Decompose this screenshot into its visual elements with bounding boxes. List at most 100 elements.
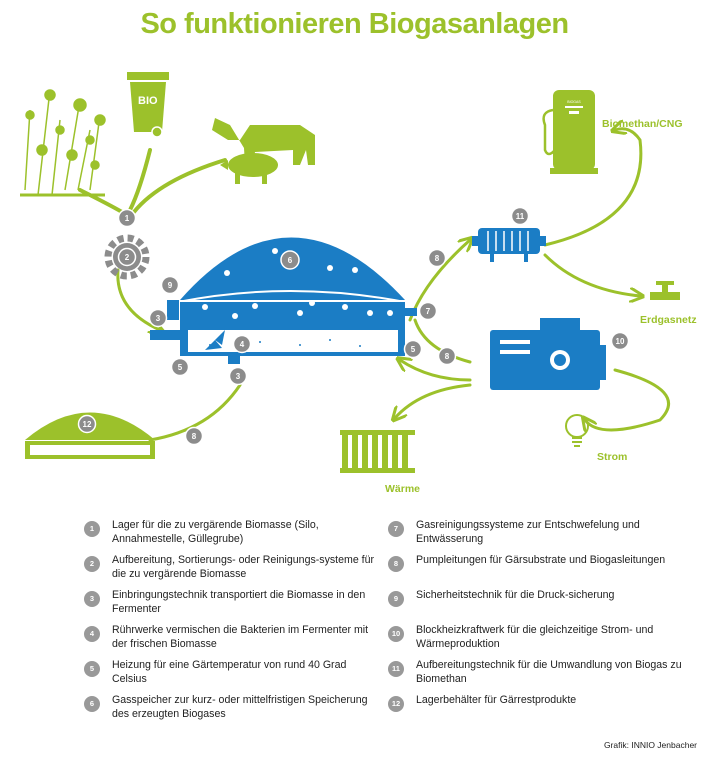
radiator-icon [340, 430, 415, 473]
marker-circle [427, 248, 447, 268]
label-text: 7 [426, 307, 431, 316]
credit: Grafik: INNIO Jenbacher [603, 740, 697, 750]
label-text: 5 [411, 345, 416, 354]
label-text: Aufbereitungstechnik für die Umwandlung … [416, 659, 682, 685]
legend-number: 11 [388, 661, 404, 677]
label-waerme: Wärme [385, 483, 420, 495]
legend-number: 1 [84, 521, 100, 537]
label-text: Rührwerke vermischen die Bakterien im Fe… [112, 624, 369, 650]
marker-circle [232, 334, 252, 354]
label-text: 5 [178, 363, 183, 372]
marker-circle [160, 275, 180, 295]
legend-number: 2 [84, 556, 100, 572]
marker-7: 7 [418, 301, 438, 321]
marker-circle [148, 308, 168, 328]
label-text: 10 [616, 337, 625, 346]
label-text: 11 [516, 212, 525, 221]
label-text: Aufbereitung, Sortierungs- oder Reinigun… [112, 554, 375, 580]
marker-10: 10 [610, 331, 630, 351]
marker-8c: 8 [184, 426, 204, 446]
label-text: 3 [236, 372, 241, 381]
label-text: Einbringungstechnik transportiert die Bi… [112, 589, 366, 615]
label-text: 1 [125, 214, 130, 223]
label-erdgasnetz: Erdgasnetz [640, 314, 697, 326]
legend-left: 1 Lager für die zu vergärende Biomasse (S… [80, 518, 380, 728]
marker-4: 4 [232, 334, 252, 354]
label-text: Heizung für eine Gärtemperatur von rund … [112, 659, 347, 685]
label-text: 9 [168, 281, 173, 290]
gas-upgrading-icon [472, 228, 546, 262]
marker-circle [170, 357, 190, 377]
label-text: 8 [445, 352, 450, 361]
marker-3: 3 [148, 308, 168, 328]
marker-5: 5 [170, 357, 190, 377]
marker-circle [510, 206, 530, 226]
flow-arrows [78, 129, 671, 442]
label-text: 6 [288, 256, 293, 265]
legend-number: 7 [388, 521, 404, 537]
cow-icon [212, 118, 315, 165]
marker-circle [184, 426, 204, 446]
marker-8a: 8 [427, 248, 447, 268]
plants-icon [20, 89, 106, 197]
bio-bin-icon: BIO [127, 72, 169, 138]
marker-circle [437, 346, 457, 366]
marker-6: 6 [280, 250, 300, 270]
marker-8b: 8 [437, 346, 457, 366]
label-text: 4 [240, 340, 245, 349]
pump-label: BIOGAS [567, 100, 581, 104]
chp-engine-icon [490, 318, 606, 390]
legend-item: 7 Gasreinigungssysteme zur Entschwefelung… [384, 518, 684, 553]
label-text: Lager für die zu vergärende Biomasse (Si… [112, 519, 319, 545]
fuel-pump-icon: BIOGAS [542, 90, 598, 174]
fermenter-icon [150, 237, 417, 364]
gas-tap-icon [650, 281, 680, 300]
page-title: So funktionieren Biogasanlagen [140, 8, 569, 40]
legend-item: 4 Rührwerke vermischen die Bakterien im F… [80, 623, 380, 658]
marker-circle [280, 250, 300, 270]
marker-circle [418, 301, 438, 321]
label-text: Pumpleitungen für Gärsubstrate und Bioga… [416, 554, 666, 566]
label-strom: Strom [597, 451, 627, 463]
marker-12: 12 [77, 414, 97, 434]
legend-number: 8 [388, 556, 404, 572]
marker-circle [117, 247, 137, 267]
marker-circle [228, 366, 248, 386]
legend-item: 10 Blockheizkraftwerk für die gleichzeiti… [384, 623, 684, 658]
legend-item: 1 Lager für die zu vergärende Biomasse (S… [80, 518, 380, 553]
label-text: Blockheizkraftwerk für die gleichzeitige… [416, 624, 654, 650]
label-text: 3 [156, 314, 161, 323]
legend-number: 5 [84, 661, 100, 677]
pig-icon [220, 153, 278, 184]
light-bulb-icon [565, 414, 589, 447]
legend-item: 12 Lagerbehälter für Gärrestprodukte [384, 693, 684, 728]
legend-number: 4 [84, 626, 100, 642]
agitator-icon [205, 330, 225, 350]
marker-3b: 3 [228, 366, 248, 386]
label-text: 8 [435, 254, 440, 263]
marker-2: 2 [117, 247, 137, 267]
marker-5b: 5 [403, 339, 423, 359]
label-text: Lagerbehälter für Gärrestprodukte [416, 694, 577, 706]
legend-number: 10 [388, 626, 404, 642]
label-biomethan: Biomethan/CNG [602, 118, 683, 130]
biogas-diagram: BIO [20, 72, 697, 495]
legend-item: 2 Aufbereitung, Sortierungs- oder Reinigu… [80, 553, 380, 588]
marker-circle [77, 414, 97, 434]
bin-label: BIO [138, 95, 158, 107]
legend-number: 9 [388, 591, 404, 607]
marker-1: 1 [117, 208, 137, 228]
marker-circle [610, 331, 630, 351]
label-text: 12 [83, 420, 92, 429]
marker-circle [403, 339, 423, 359]
marker-circle [117, 208, 137, 228]
legend-number: 12 [388, 696, 404, 712]
legend-number: 3 [84, 591, 100, 607]
marker-11: 11 [510, 206, 530, 226]
legend-item: 8 Pumpleitungen für Gärsubstrate und Biog… [384, 553, 684, 588]
legend-right: 7 Gasreinigungssysteme zur Entschwefelung… [384, 518, 684, 728]
label-text: Gasspeicher zur kurz- oder mittelfristig… [112, 694, 368, 720]
label-text: Gasreinigungssysteme zur Entschwefelung … [416, 519, 640, 545]
